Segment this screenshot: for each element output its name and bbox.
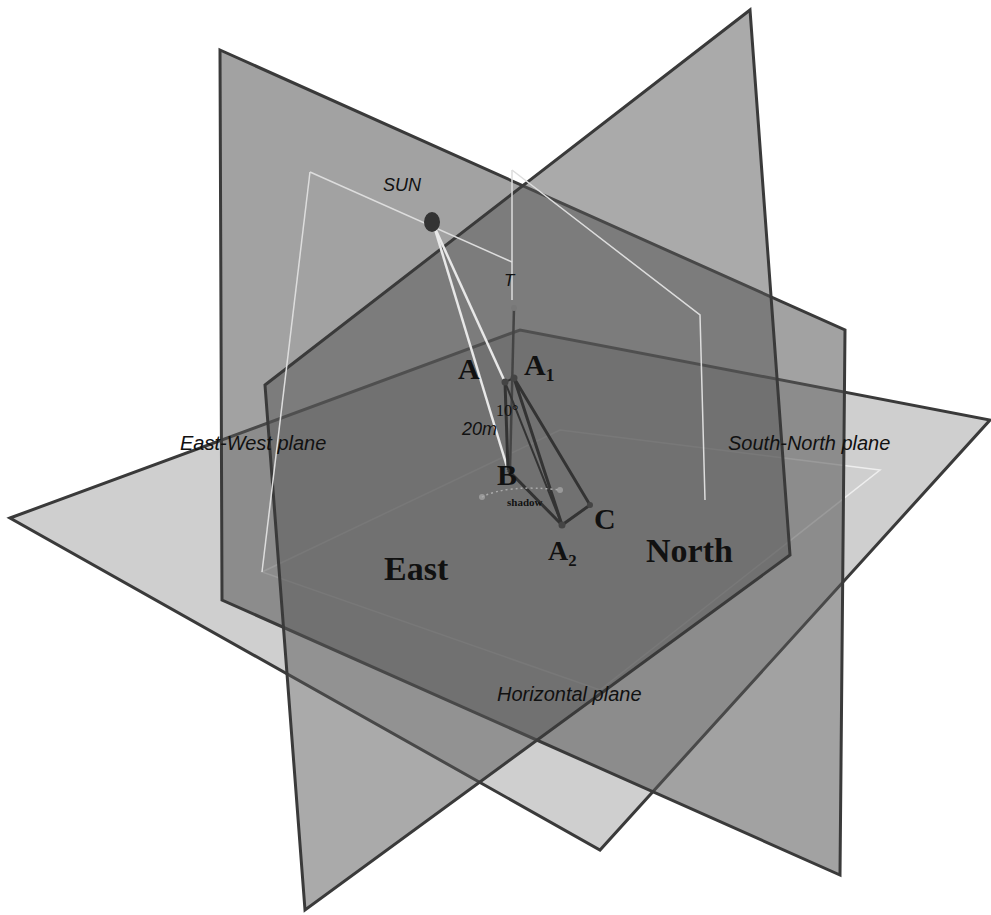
plane-frame [512,170,705,500]
shadow-label: shadow [507,496,542,508]
point-label: A₂ [548,536,577,567]
angle-label: 10° [496,402,518,420]
south-north-plane [265,10,790,910]
direction-label: North [646,532,733,569]
arc [482,488,560,497]
point-label: C [594,502,616,535]
vertical-pole [510,308,514,470]
sun-label: SUN [383,176,421,196]
point-label: T [504,272,514,291]
marker-dot [557,487,563,493]
point-label: A₁ [524,348,555,381]
plane-label: South-North plane [728,432,890,454]
sun [424,212,440,232]
plane-frame [262,172,310,572]
plane-frame [310,172,512,262]
point-c [587,502,593,508]
point-a [502,379,509,386]
length-label: 20m [462,420,497,440]
stick [505,382,508,470]
plane-label: Horizontal plane [497,683,642,705]
point-a2 [559,522,566,529]
sun-ray [434,226,508,470]
point-label: B [497,458,517,491]
plane-label: East-West plane [180,432,326,454]
point-t [511,305,517,311]
point-a1 [511,375,518,382]
point-label: A [458,352,480,385]
direction-label: East [384,550,448,587]
